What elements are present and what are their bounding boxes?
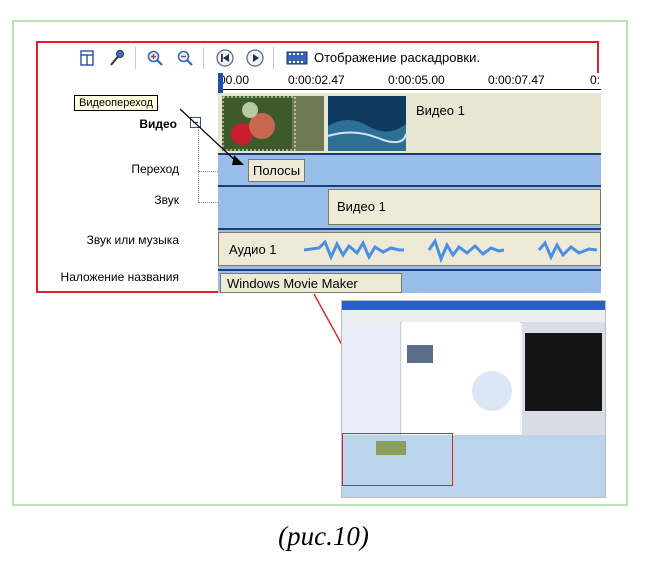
video-clip-label: Видео 1 [416, 103, 465, 118]
tree-connector [198, 202, 218, 203]
thumb-monitor [525, 333, 602, 411]
track-divider [218, 185, 601, 187]
time-ruler[interactable]: 00.00 0:00:02.47 0:00:05.00 0:00:07.47 0… [218, 73, 601, 93]
track-label-video: Видео [139, 117, 177, 131]
zoom-in-icon[interactable] [146, 49, 164, 67]
timeline-view-icon[interactable] [78, 49, 96, 67]
play-icon[interactable] [246, 49, 264, 67]
thumb-timeline-clip [376, 441, 406, 455]
figure-caption: (рис.10) [278, 521, 369, 551]
track-divider [218, 269, 601, 271]
ruler-tick: 0:00:05.00 [388, 73, 445, 87]
movie-maker-thumbnail [341, 300, 606, 498]
storyboard-toggle-link[interactable]: Отображение раскадровки. [314, 50, 480, 65]
microphone-icon[interactable] [108, 49, 126, 67]
track-label-transition: Переход [131, 162, 179, 176]
thumb-highlight-box [342, 433, 453, 486]
figure-frame [12, 20, 628, 506]
timeline-toolbar: Отображение раскадровки. [38, 43, 601, 73]
timeline-tracks: Видео 1 Полосы Видео 1 Аудио 1 Windows M… [218, 93, 601, 293]
rewind-icon[interactable] [216, 49, 234, 67]
toolbar-separator [273, 47, 274, 69]
audio-waveform [303, 237, 598, 264]
track-label-audio-music: Звук или музыка [86, 233, 179, 247]
track-divider [218, 228, 601, 230]
toolbar-separator [203, 47, 204, 69]
thumb-clip [407, 345, 433, 363]
film-strip-icon[interactable] [286, 49, 308, 67]
audio-clip-label: Аудио 1 [229, 242, 277, 257]
ruler-tick: 0:00:07.47 [488, 73, 545, 87]
ruler-tick: 0: [590, 73, 601, 87]
thumb-task-pane [342, 322, 401, 435]
ruler-tick: 00.00 [219, 73, 250, 87]
thumb-titlebar [342, 301, 605, 310]
title-clip[interactable]: Windows Movie Maker [220, 273, 402, 293]
transition-tooltip: Видеопереход [74, 95, 158, 111]
track-label-title-overlay: Наложение названия [60, 270, 179, 284]
video-thumbnail-flowers[interactable] [222, 96, 324, 151]
sound-clip[interactable]: Видео 1 [328, 189, 601, 225]
ruler-baseline [218, 89, 601, 90]
track-label-sound: Звук [154, 193, 179, 207]
tree-connector [198, 129, 199, 203]
video-thumbnail-water[interactable] [327, 96, 407, 151]
track-divider [218, 153, 601, 155]
toolbar-separator [135, 47, 136, 69]
zoom-out-icon[interactable] [176, 49, 194, 67]
audio-clip[interactable]: Аудио 1 [218, 232, 601, 266]
playhead-marker[interactable] [218, 73, 223, 95]
tooltip-pointer-line [179, 108, 244, 165]
transition-clip[interactable]: Полосы [248, 159, 306, 182]
ruler-tick: 0:00:02.47 [288, 73, 345, 87]
timeline-zoom-panel: Отображение раскадровки. 00.00 0:00:02.4… [36, 41, 601, 293]
thumb-watermark [472, 371, 512, 411]
tree-connector [198, 171, 218, 172]
